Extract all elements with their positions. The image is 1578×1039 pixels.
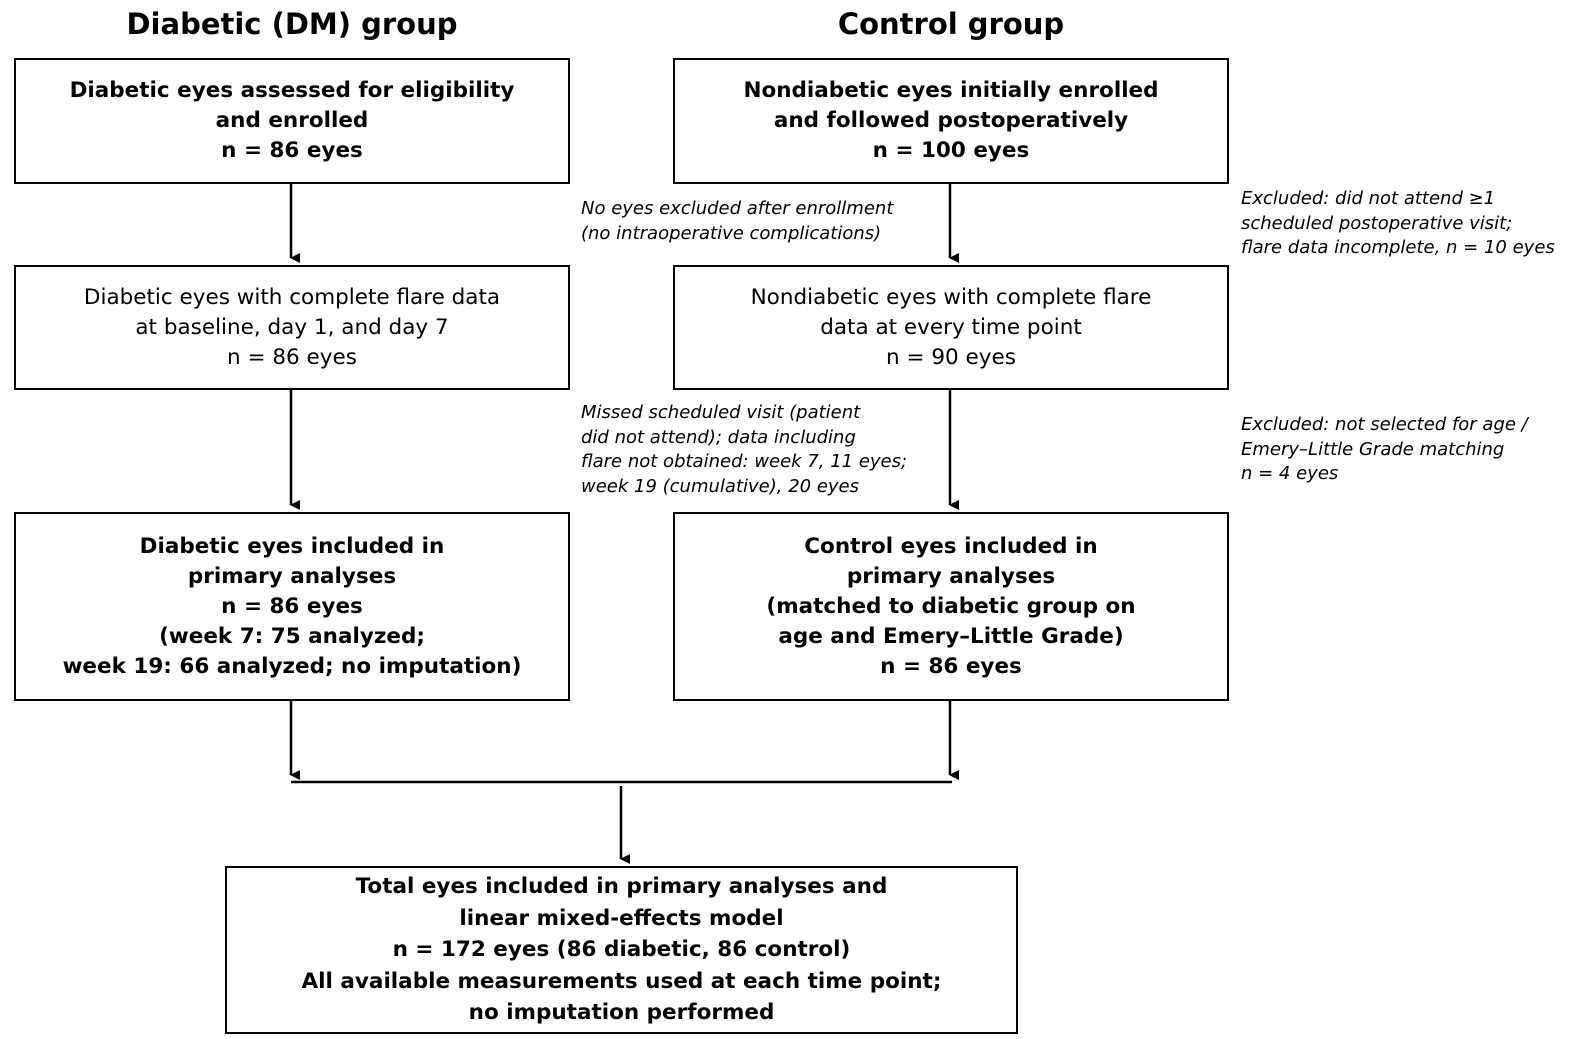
control-included-box: Control eyes included in primary analyse… — [673, 512, 1229, 701]
box-line: Nondiabetic eyes with complete flare — [750, 284, 1152, 310]
box-line: age and Emery–Little Grade) — [778, 623, 1124, 649]
box-line: and followed postoperatively — [773, 108, 1129, 133]
box-count: n = 90 eyes — [886, 344, 1016, 370]
box-count: n = 86 eyes — [227, 344, 357, 370]
note-line: (no intraoperative complications) — [581, 222, 882, 244]
box-count: n = 86 eyes — [221, 138, 363, 163]
box-count: n = 172 eyes (86 diabetic, 86 control) — [392, 937, 851, 963]
box-line: at baseline, day 1, and day 7 — [135, 314, 449, 340]
dm-no-exclusion-note: No eyes excluded after enrollment (no in… — [581, 197, 893, 246]
box-line: Control eyes included in — [804, 533, 1098, 559]
box-line: Total eyes included in primary analyses … — [355, 874, 888, 900]
box-line: Nondiabetic eyes initially enrolled — [743, 78, 1159, 103]
note-line: Missed scheduled visit (patient — [581, 402, 861, 423]
note-line: Emery–Little Grade matching — [1241, 438, 1505, 460]
box-line: week 19: 66 analyzed; no imputation) — [62, 653, 522, 679]
box-line: Diabetic eyes included in — [139, 533, 445, 559]
note-line: Excluded: did not attend ≥1 — [1241, 188, 1496, 209]
box-line: (matched to diabetic group on — [766, 593, 1136, 619]
control-complete-box: Nondiabetic eyes with complete flare dat… — [673, 265, 1229, 390]
note-line: n = 4 eyes — [1241, 463, 1339, 484]
control-group-header: Control group — [837, 7, 1065, 41]
box-line: data at every time point — [820, 314, 1082, 340]
box-line: linear mixed-effects model — [459, 905, 784, 931]
dm-group-header: Diabetic (DM) group — [126, 7, 458, 41]
box-line: no imputation performed — [468, 1000, 775, 1026]
box-count: n = 86 eyes — [880, 653, 1022, 679]
note-line: scheduled postoperative visit; — [1241, 212, 1513, 234]
control-excluded-visit-note: Excluded: did not attend ≥1 scheduled po… — [1241, 187, 1555, 261]
box-count: n = 86 eyes — [221, 593, 363, 619]
box-line: (week 7: 75 analyzed; — [159, 623, 425, 649]
note-line: did not attend); data including — [581, 426, 856, 448]
dm-missed-visit-note: Missed scheduled visit (patient did not … — [581, 401, 907, 499]
note-line: flare not obtained: week 7, 11 eyes; — [581, 451, 908, 472]
note-line: Excluded: not selected for age / — [1241, 414, 1528, 435]
control-excluded-matching-note: Excluded: not selected for age / Emery–L… — [1241, 413, 1528, 487]
box-line: Diabetic eyes with complete flare data — [83, 284, 501, 310]
dm-included-box: Diabetic eyes included in primary analys… — [14, 512, 570, 701]
note-line: week 19 (cumulative), 20 eyes — [581, 475, 859, 497]
note-line: No eyes excluded after enrollment — [581, 198, 894, 219]
dm-complete-box: Diabetic eyes with complete flare data a… — [14, 265, 570, 390]
box-line: and enrolled — [215, 108, 369, 133]
total-included-box: Total eyes included in primary analyses … — [225, 866, 1018, 1034]
box-line: Diabetic eyes assessed for eligibility — [69, 78, 515, 103]
box-line: All available measurements used at each … — [301, 968, 942, 994]
note-line: flare data incomplete, n = 10 eyes — [1241, 237, 1555, 258]
control-enrolled-box: Nondiabetic eyes initially enrolled and … — [673, 58, 1229, 184]
box-line: primary analyses — [846, 563, 1056, 589]
box-count: n = 100 eyes — [872, 138, 1030, 163]
dm-enrolled-box: Diabetic eyes assessed for eligibility a… — [14, 58, 570, 184]
box-line: primary analyses — [187, 563, 397, 589]
